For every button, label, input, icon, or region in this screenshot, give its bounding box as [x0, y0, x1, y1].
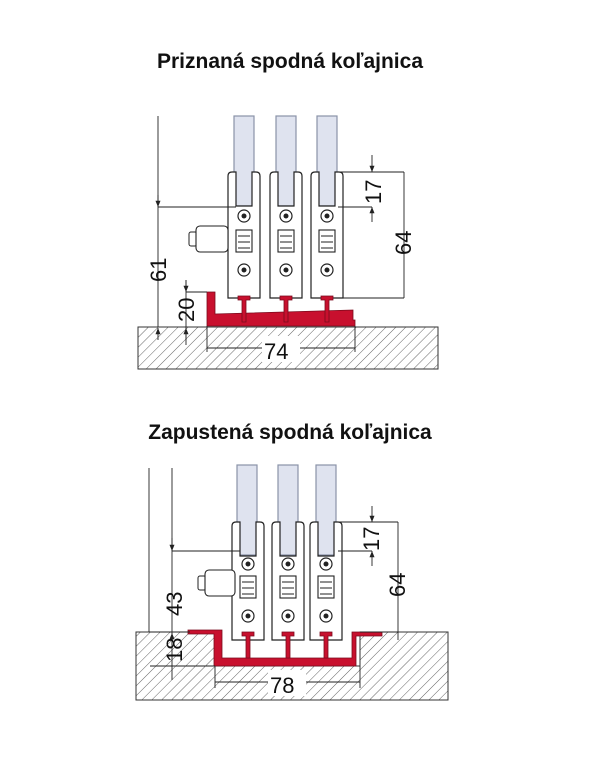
recessed-rail-drawing: 43 18 17 64 78 — [135, 464, 449, 701]
glass-panels-recessed — [236, 464, 337, 556]
glass-panels — [233, 115, 338, 207]
dim-label-43: 43 — [162, 592, 187, 616]
surface-rail-drawing: 61 20 17 64 74 — [137, 115, 439, 370]
dim-label-17-bottom: 17 — [359, 527, 384, 551]
section-title-surface-rail: Priznaná spodná koľajnica — [157, 50, 423, 73]
dim-label-64-top: 64 — [391, 231, 416, 255]
surface-rail-profile — [206, 291, 356, 327]
carriage-units-recessed — [197, 521, 343, 641]
dim-label-64-bottom: 64 — [385, 573, 410, 597]
recessed-rail-profile — [187, 629, 383, 667]
dim-label-78: 78 — [270, 673, 294, 698]
dim-label-18: 18 — [162, 638, 187, 662]
section-title-recessed-rail: Zapustená spodná koľajnica — [148, 421, 432, 444]
dim-label-17-top: 17 — [361, 180, 386, 204]
dim-label-20: 20 — [174, 298, 199, 322]
carriage-units — [188, 171, 344, 299]
dim-label-61: 61 — [146, 258, 171, 282]
dim-label-74: 74 — [264, 339, 288, 364]
